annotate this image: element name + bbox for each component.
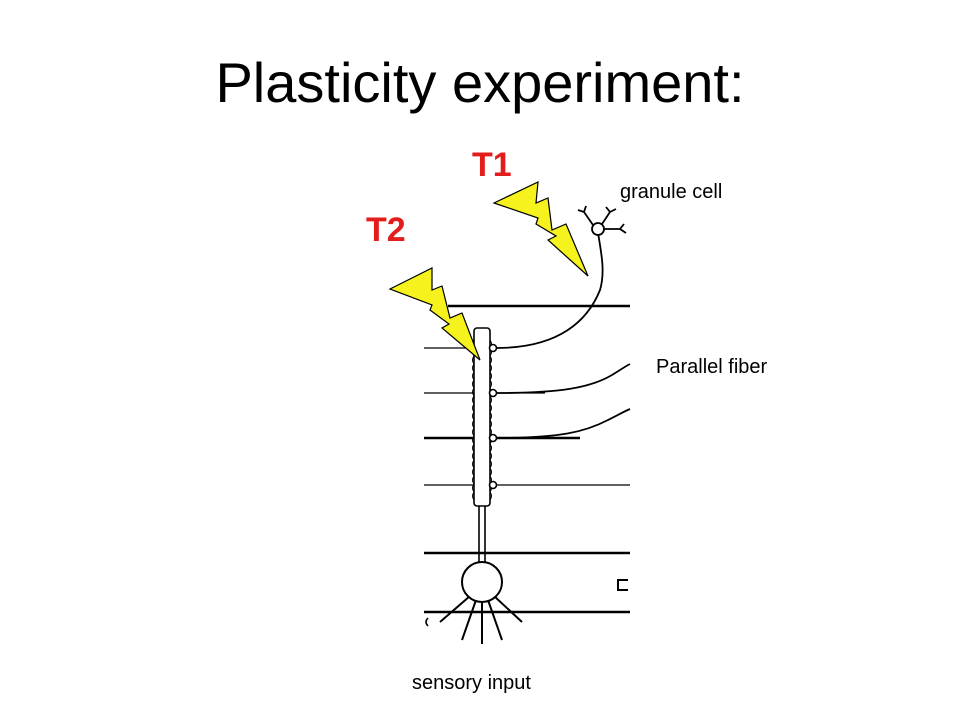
edge-mark: [617, 579, 628, 591]
lightning-bolt-icon: [388, 267, 481, 361]
granule-cell: [577, 205, 627, 236]
edge-mark: [425, 617, 429, 627]
synapse: [488, 480, 498, 490]
stimulus-label-t1: T1: [472, 146, 512, 184]
parallel-fiber-label: Parallel fiber: [656, 356, 768, 378]
synapse: [488, 343, 498, 353]
granule-cell-label: granule cell: [620, 181, 723, 203]
sensory-input-label: sensory input: [412, 672, 531, 694]
parallel-fiber: [495, 408, 631, 439]
synapse: [488, 433, 498, 443]
parallel-fiber: [495, 363, 631, 394]
slide-title: Plasticity experiment:: [215, 51, 745, 114]
stimulus-label-t2: T2: [366, 211, 406, 249]
lightning-bolt-icon: [492, 181, 589, 277]
layer-lines: [424, 304, 630, 614]
purkinje-dendrite: [472, 327, 498, 566]
synapse: [488, 388, 498, 398]
parallel-fibers: [495, 231, 631, 439]
parallel-fiber: [495, 231, 604, 349]
purkinje-soma: [439, 561, 523, 644]
